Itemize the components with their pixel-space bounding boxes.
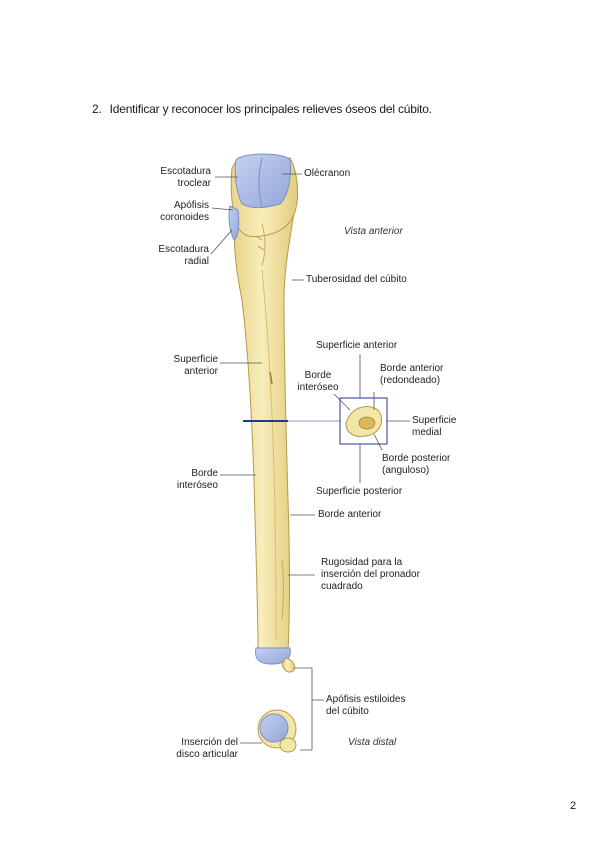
instruction-text: Identificar y reconocer los principales … <box>109 102 433 116</box>
instruction: 2. Identificar y reconocer los principale… <box>92 102 432 116</box>
label-cs-superficie-anterior: Superficie anterior <box>316 340 398 351</box>
trochlear-notch-cartilage <box>234 153 291 209</box>
label-cs-borde-anterior: Borde anterior(redondeado) <box>380 363 444 386</box>
distal-view-styloid <box>279 737 297 753</box>
label-borde-anterior: Borde anterior <box>318 509 382 520</box>
label-vista-anterior: Vista anterior <box>344 226 403 237</box>
label-vista-distal: Vista distal <box>348 737 397 748</box>
label-olecranon: Olécranon <box>304 168 351 179</box>
radial-notch-cartilage <box>228 205 240 241</box>
distal-head-cartilage <box>255 647 291 665</box>
label-cs-superficie-posterior: Superficie posterior <box>316 486 403 497</box>
styloid-process <box>281 657 295 673</box>
distal-view-cartilage <box>259 713 289 743</box>
instruction-number: 2. <box>92 102 102 116</box>
ulna-shaft <box>233 211 295 653</box>
label-tuberosidad: Tuberosidad del cúbito <box>306 274 407 285</box>
page-number: 2 <box>570 800 577 812</box>
label-cs-borde-posterior: Borde posterior(anguloso) <box>382 453 451 476</box>
